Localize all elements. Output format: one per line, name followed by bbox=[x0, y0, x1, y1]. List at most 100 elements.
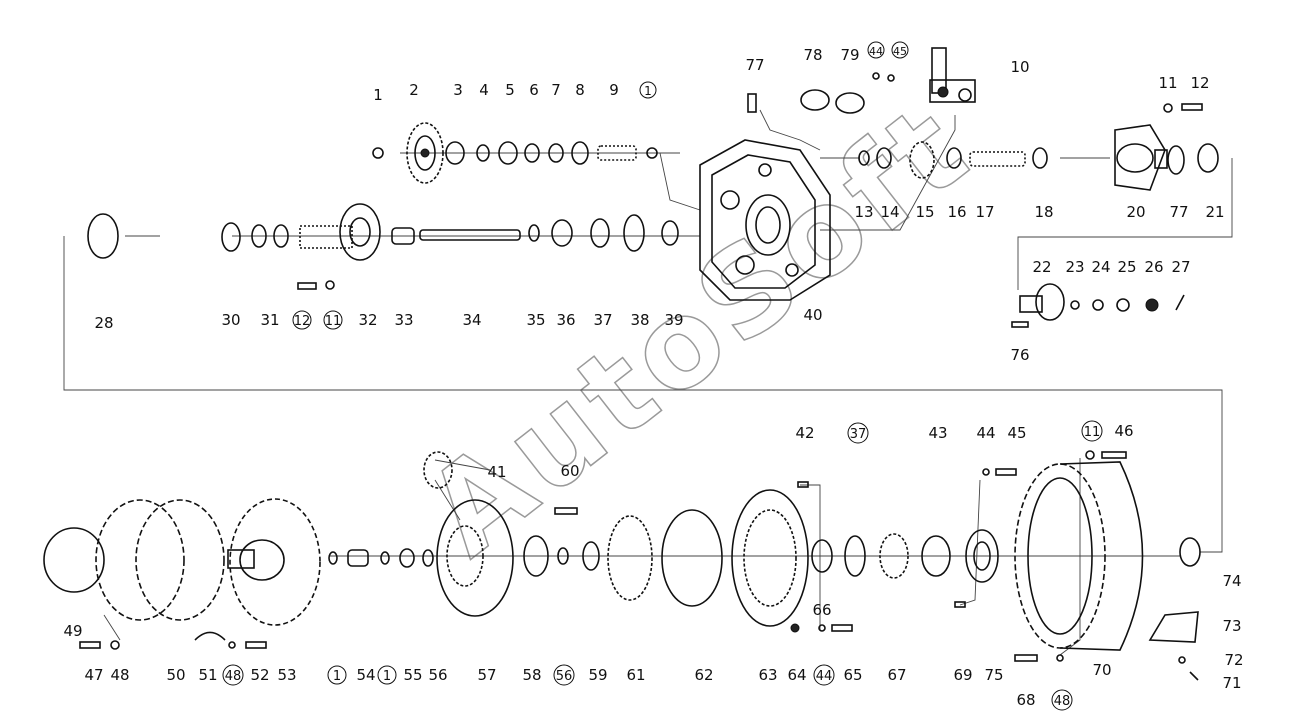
part-17-shaft bbox=[969, 151, 1026, 167]
bottom-labels: 42 37 43 44 45 11 46 41 60 49 47 48 50 5… bbox=[63, 420, 1244, 711]
part-10-valve bbox=[929, 47, 976, 103]
part-12-bolt-left bbox=[297, 282, 317, 290]
part-32-flange-shaft bbox=[299, 203, 381, 261]
part-35-ring bbox=[528, 224, 540, 242]
part-label-circled: 48 bbox=[225, 669, 242, 684]
part-21-seal bbox=[1197, 143, 1219, 173]
part-label: 56 bbox=[428, 666, 447, 684]
part-label: 57 bbox=[477, 666, 496, 684]
part-label: 6 bbox=[529, 81, 539, 99]
part-78-gasket bbox=[800, 89, 830, 111]
part-36-bearing bbox=[551, 219, 573, 247]
part-label: 20 bbox=[1126, 203, 1145, 221]
part-64-nut bbox=[790, 623, 800, 633]
part-69-pin bbox=[954, 601, 966, 608]
part-label: 52 bbox=[250, 666, 269, 684]
part-label: 8 bbox=[575, 81, 585, 99]
part-66-seal bbox=[811, 539, 833, 573]
part-11-washer-b bbox=[1085, 450, 1095, 460]
part-31-ring-b bbox=[273, 224, 289, 248]
part-57-housing bbox=[436, 499, 514, 617]
part-label-circled: 48 bbox=[1054, 694, 1071, 709]
part-4-ring bbox=[476, 144, 490, 162]
part-label: 63 bbox=[758, 666, 777, 684]
part-label-circled: 1 bbox=[644, 84, 652, 98]
part-53-converter bbox=[227, 498, 321, 626]
part-70-bell-housing bbox=[1014, 461, 1144, 651]
part-11-washer-top bbox=[1163, 103, 1173, 113]
part-label: 58 bbox=[522, 666, 541, 684]
part-label-circled: 45 bbox=[893, 45, 907, 58]
part-27-pin bbox=[1175, 294, 1185, 311]
part-24-ring bbox=[1092, 299, 1104, 311]
part-48-washer-c bbox=[1056, 654, 1064, 662]
part-label: 5 bbox=[505, 81, 515, 99]
part-label: 49 bbox=[63, 622, 82, 640]
part-label: 35 bbox=[526, 311, 545, 329]
part-44-washer-top bbox=[872, 72, 880, 80]
part-74-seal bbox=[1179, 537, 1201, 567]
part-58-bearing bbox=[523, 535, 549, 577]
part-37-snap-ring bbox=[590, 218, 610, 248]
part-label-circled: 1 bbox=[333, 669, 341, 684]
part-28-seal bbox=[87, 213, 119, 259]
part-label: 73 bbox=[1222, 617, 1241, 635]
part-13-ring bbox=[858, 150, 870, 166]
part-52-bolt bbox=[245, 641, 267, 649]
part-label: 40 bbox=[803, 306, 822, 324]
part-label: 10 bbox=[1010, 58, 1029, 76]
part-label: 12 bbox=[1190, 74, 1209, 92]
part-label: 9 bbox=[609, 81, 619, 99]
part-label: 79 bbox=[840, 46, 859, 64]
part-label: 30 bbox=[221, 311, 240, 329]
part-65-bolt bbox=[831, 624, 853, 632]
part-label: 78 bbox=[803, 46, 822, 64]
part-label: 54 bbox=[356, 666, 375, 684]
part-label: 75 bbox=[984, 666, 1003, 684]
part-label: 3 bbox=[453, 81, 463, 99]
part-51-clip bbox=[194, 631, 226, 641]
part-label: 34 bbox=[462, 311, 481, 329]
part-2-gear bbox=[406, 122, 444, 184]
part-23-ring bbox=[1070, 300, 1080, 310]
part-60-bolt bbox=[554, 507, 578, 515]
top-labels: 1 2 3 4 5 6 7 8 9 1 77 78 79 44 45 10 11… bbox=[94, 41, 1225, 364]
part-label: 70 bbox=[1092, 661, 1111, 679]
part-label: 38 bbox=[630, 311, 649, 329]
part-label-circled: 56 bbox=[556, 669, 573, 684]
part-1-ring-d bbox=[380, 551, 390, 565]
part-label: 36 bbox=[556, 311, 575, 329]
part-39-ring bbox=[661, 220, 679, 246]
part-46-bolt bbox=[1101, 451, 1127, 459]
part-label: 71 bbox=[1222, 674, 1241, 692]
part-label: 26 bbox=[1144, 258, 1163, 276]
part-77-bolt bbox=[747, 93, 757, 113]
part-61-turbine bbox=[607, 515, 653, 601]
part-label-circled: 12 bbox=[294, 314, 311, 329]
part-label: 11 bbox=[1158, 74, 1177, 92]
part-50-disc-b bbox=[135, 499, 225, 621]
part-16-ring bbox=[946, 147, 962, 169]
part-label: 46 bbox=[1114, 422, 1133, 440]
part-label: 65 bbox=[843, 666, 862, 684]
part-label: 21 bbox=[1205, 203, 1224, 221]
bottom-row-parts bbox=[43, 450, 1201, 681]
watermark: AutoSoft bbox=[402, 76, 995, 582]
part-48-washer-b bbox=[228, 641, 236, 649]
part-label: 31 bbox=[260, 311, 279, 329]
part-label: 32 bbox=[358, 311, 377, 329]
part-25-washer bbox=[1116, 298, 1130, 312]
part-59-snap-ring bbox=[582, 541, 600, 571]
part-label-circled: 44 bbox=[816, 669, 833, 684]
part-34-shaft bbox=[419, 229, 521, 241]
part-45-bolt-b bbox=[995, 468, 1017, 476]
part-55-ring bbox=[399, 548, 415, 568]
part-56-ring bbox=[422, 549, 434, 567]
part-11-washer-left bbox=[325, 280, 335, 290]
part-38-bearing bbox=[623, 214, 645, 252]
part-label: 1 bbox=[373, 86, 383, 104]
part-14-bearing bbox=[876, 147, 892, 169]
part-label: 66 bbox=[812, 601, 831, 619]
part-label: 28 bbox=[94, 314, 113, 332]
part-label-circled: 44 bbox=[869, 45, 883, 58]
